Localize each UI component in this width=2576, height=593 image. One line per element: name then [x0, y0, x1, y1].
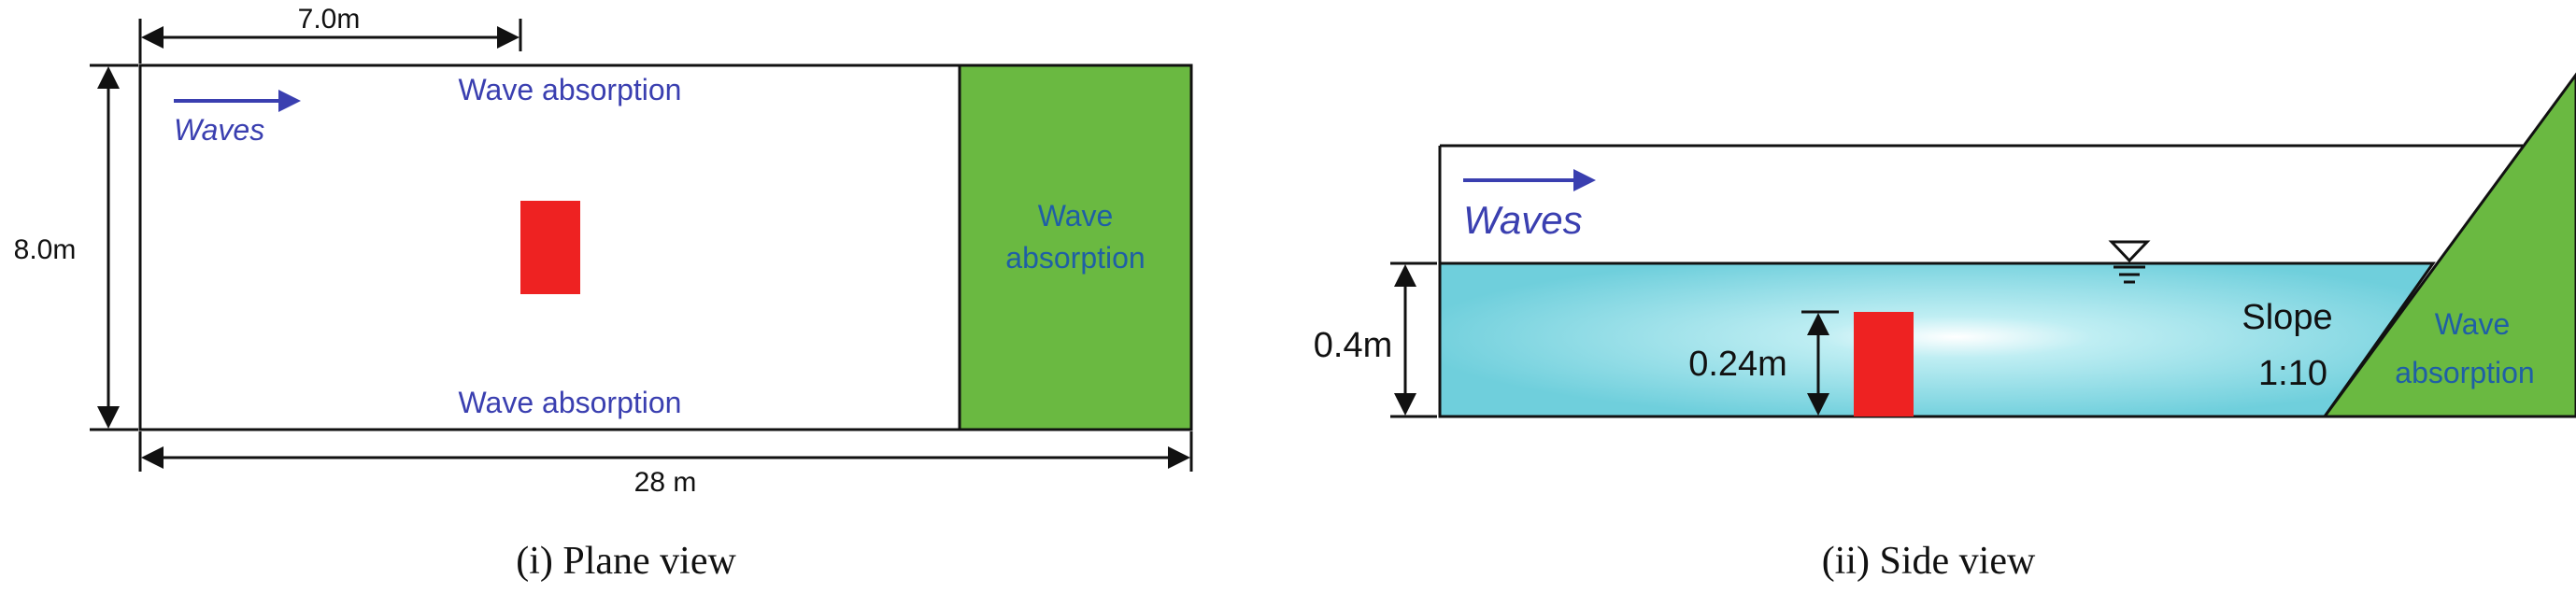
side-absorption-line1: Wave: [2435, 307, 2511, 341]
plane-absorption-top: Wave absorption: [459, 73, 682, 106]
plane-absorption-right-line2: absorption: [1005, 241, 1145, 275]
side-caption: (ii) Side view: [1822, 540, 2036, 583]
depth-label: 0.4m: [1314, 326, 1392, 365]
plane-view: 7.0m 8.0m 28 m Waves Wave absorption Wav…: [14, 4, 1193, 583]
plane-caption: (i) Plane view: [516, 540, 736, 583]
dim-bottom-label: 28 m: [634, 467, 697, 498]
plane-waves-label: Waves: [174, 113, 264, 147]
side-absorption-line2: absorption: [2395, 356, 2534, 389]
plane-absorber-zone: [958, 64, 1193, 431]
side-view: Waves 0.4m 0.24m Slope 1:10 Wave absorpt…: [1314, 72, 2576, 583]
slope-label-line1: Slope: [2242, 298, 2332, 337]
slope-label-line2: 1:10: [2258, 354, 2327, 393]
dim-left-label: 8.0m: [14, 234, 77, 265]
plane-absorption-bottom: Wave absorption: [459, 386, 682, 419]
dim-top-label: 7.0m: [298, 4, 361, 35]
side-water-body: [1438, 261, 2436, 418]
plane-absorption-right-line1: Wave: [1038, 199, 1114, 233]
water-level-symbol-icon: [2108, 240, 2151, 263]
side-model-block: [1854, 312, 1914, 417]
side-slope-absorber: [2322, 72, 2576, 418]
height-label: 0.24m: [1688, 345, 1787, 384]
plane-model-block: [520, 201, 580, 294]
side-waves-label: Waves: [1463, 198, 1583, 242]
